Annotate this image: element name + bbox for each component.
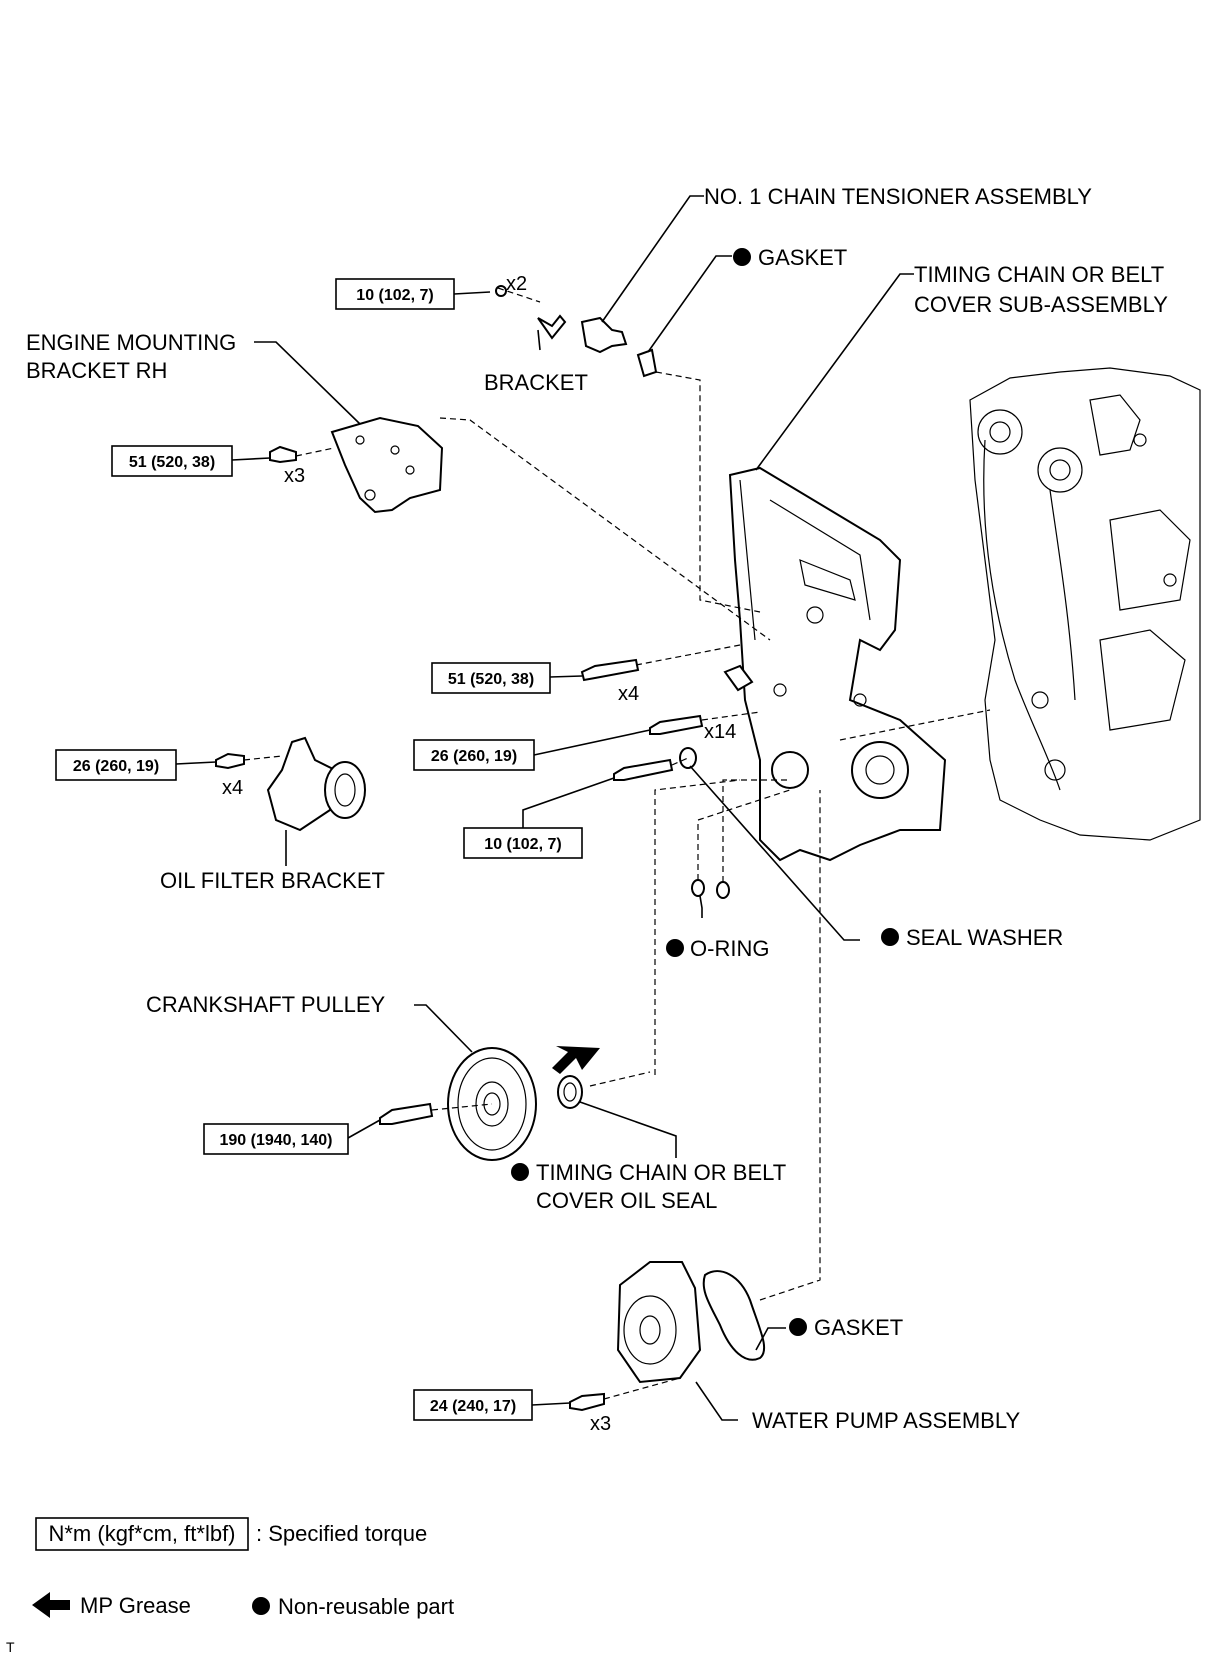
svg-text:26 (260, 19): 26 (260, 19)	[73, 758, 159, 775]
svg-text:26 (260, 19): 26 (260, 19)	[431, 748, 517, 765]
water-pump-gasket-part	[702, 1270, 766, 1361]
label-mount-line2: BRACKET RH	[26, 358, 167, 383]
oil-filter-bracket-part	[266, 736, 366, 832]
legend-torque-text: : Specified torque	[256, 1521, 427, 1546]
legend: N*m (kgf*cm, ft*lbf) : Specified torque …	[32, 1517, 454, 1619]
torque-box-bracket: 10 (102, 7)	[335, 278, 491, 310]
label-cover-line2: COVER SUB-ASSEMBLY	[914, 292, 1168, 317]
tensioner-gasket-part	[636, 348, 658, 378]
engine-mounting-bracket-part	[330, 416, 444, 514]
grease-arrow-icon	[32, 1592, 70, 1618]
label-oil-seal-line2: COVER OIL SEAL	[536, 1188, 717, 1213]
label-gasket-pump: GASKET	[814, 1315, 903, 1340]
torque-box-pulley: 190 (1940, 140)	[203, 1119, 381, 1155]
legend-torque-box: N*m (kgf*cm, ft*lbf)	[48, 1521, 235, 1546]
seal-washer-and-orings	[679, 747, 730, 899]
label-seal-washer: SEAL WASHER	[906, 925, 1063, 950]
label-mount-line1: ENGINE MOUNTING	[26, 330, 236, 355]
qty-mount-bolt: x3	[284, 465, 305, 487]
non-reusable-dot	[511, 1163, 529, 1181]
label-water-pump: WATER PUMP ASSEMBLY	[752, 1408, 1020, 1433]
label-tensioner: NO. 1 CHAIN TENSIONER ASSEMBLY	[704, 184, 1092, 209]
leader-lines	[254, 195, 914, 1421]
svg-text:190 (1940, 140): 190 (1940, 140)	[220, 1132, 333, 1149]
legend-non-reusable: Non-reusable part	[278, 1594, 454, 1619]
qty-bracket-nut: x2	[506, 273, 527, 295]
svg-text:51 (520, 38): 51 (520, 38)	[448, 671, 534, 688]
label-bracket: BRACKET	[484, 370, 588, 395]
non-reusable-dot	[733, 248, 751, 266]
label-oil-seal-line1: TIMING CHAIN OR BELT	[536, 1160, 786, 1185]
svg-text:10 (102, 7): 10 (102, 7)	[356, 287, 433, 304]
torque-box-mount: 51 (520, 38)	[111, 445, 271, 477]
label-crank-pulley: CRANKSHAFT PULLEY	[146, 992, 386, 1017]
non-reusable-dot	[666, 939, 684, 957]
label-oil-filter-bracket: OIL FILTER BRACKET	[160, 868, 385, 893]
label-cover-line1: TIMING CHAIN OR BELT	[914, 262, 1164, 287]
qty-pump-bolt: x3	[590, 1413, 611, 1435]
qty-oil-filter-bolt: x4	[222, 777, 243, 799]
torque-box-oil-filter: 26 (260, 19)	[55, 749, 217, 781]
chain-tensioner-part	[580, 316, 628, 354]
torque-box-cover-26: 26 (260, 19)	[413, 729, 651, 771]
label-o-ring: O-RING	[690, 936, 769, 961]
qty-cover-bolt-51: x4	[618, 683, 639, 705]
non-reusable-dot	[252, 1597, 270, 1615]
bolts	[215, 445, 754, 1412]
torque-box-cover-10: 10 (102, 7)	[463, 777, 615, 859]
grease-arrow-icon	[552, 1046, 600, 1074]
qty-cover-bolt-26: x14	[704, 721, 736, 743]
cover-oil-seal-part	[557, 1075, 583, 1109]
svg-text:24 (240, 17): 24 (240, 17)	[430, 1398, 516, 1415]
svg-text:51 (520, 38): 51 (520, 38)	[129, 454, 215, 471]
footer-code: T	[6, 1639, 15, 1655]
torque-box-cover-51: 51 (520, 38)	[431, 662, 583, 694]
timing-chain-cover-illustration	[728, 466, 947, 862]
non-reusable-dot	[789, 1318, 807, 1336]
torque-box-pump: 24 (240, 17)	[413, 1389, 571, 1421]
svg-text:10 (102, 7): 10 (102, 7)	[484, 836, 561, 853]
legend-grease: MP Grease	[80, 1593, 191, 1618]
non-reusable-dot	[881, 928, 899, 946]
assembly-dashed-lines	[243, 287, 991, 1400]
engine-block-illustration	[969, 367, 1201, 841]
water-pump-part	[616, 1261, 702, 1384]
label-gasket-top: GASKET	[758, 245, 847, 270]
